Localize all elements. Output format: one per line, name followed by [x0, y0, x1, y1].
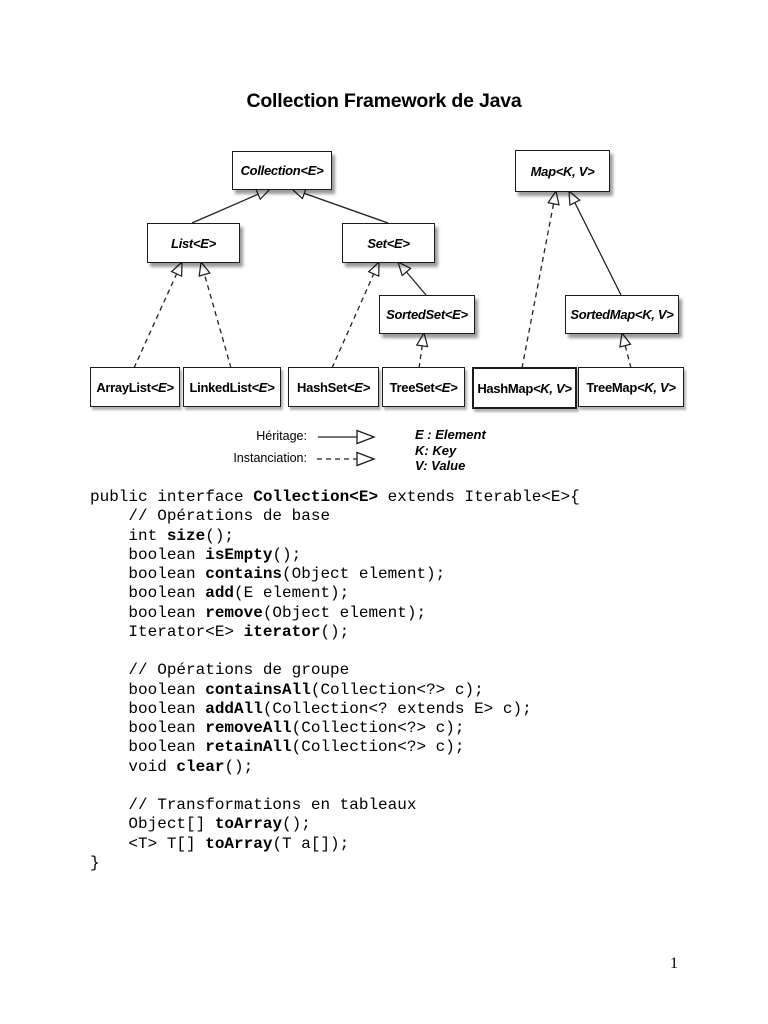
class-box-arraylist: ArrayList<E>: [90, 367, 180, 407]
type-param: <E>: [346, 379, 370, 395]
legend-key-e: E : Element: [415, 427, 486, 442]
edge-hashset-set: [331, 262, 379, 369]
class-name: SortedSet: [386, 307, 445, 322]
code-line: [90, 642, 580, 661]
type-param: <E>: [444, 307, 468, 322]
code-block: public interface Collection<E> extends I…: [90, 488, 580, 873]
type-param: <E>: [386, 235, 410, 251]
class-name: SortedMap: [570, 307, 635, 322]
type-param: <E>: [434, 379, 458, 395]
edge-sortedset-set: [398, 262, 427, 296]
class-box-sortedmap: SortedMap<K, V>: [565, 295, 679, 334]
page-number: 1: [670, 955, 678, 972]
class-name: Map: [530, 163, 556, 179]
edge-treeset-sortedset: [419, 333, 424, 369]
type-param: <K, V>: [636, 379, 676, 395]
class-box-treeset: TreeSet<E>: [382, 367, 465, 407]
class-box-set: Set<E>: [342, 223, 435, 263]
legend-heritage-label: Héritage:: [256, 429, 307, 443]
code-line: boolean addAll(Collection<? extends E> c…: [90, 699, 532, 718]
code-line: boolean add(E element);: [90, 584, 350, 603]
code-line: public interface Collection<E> extends I…: [90, 488, 580, 506]
edge-arraylist-list: [133, 262, 182, 369]
code-line: }: [90, 853, 100, 872]
code-line: [90, 777, 580, 796]
class-name: Set: [367, 235, 387, 251]
legend-instanciation-label: Instanciation:: [233, 451, 307, 465]
type-param: <K, V>: [555, 163, 595, 179]
class-name: ArrayList: [96, 379, 151, 395]
code-line: boolean isEmpty();: [90, 545, 302, 564]
class-name: TreeSet: [389, 379, 435, 395]
edge-sortedmap-map: [569, 191, 622, 296]
code-line: boolean retainAll(Collection<?> c);: [90, 738, 465, 757]
legend-type-key: E : Element K: Key V: Value: [415, 427, 486, 474]
class-name: HashSet: [297, 379, 347, 395]
code-line: boolean containsAll(Collection<?> c);: [90, 680, 484, 699]
code-line: <T> T[] toArray(T a[]);: [90, 834, 350, 853]
class-box-sortedset: SortedSet<E>: [379, 295, 475, 334]
legend-key-v: V: Value: [415, 458, 466, 473]
code-line: boolean removeAll(Collection<?> c);: [90, 719, 465, 737]
type-param: <E>: [192, 235, 216, 251]
code-line: // Transformations en tableaux: [90, 796, 417, 814]
class-box-treemap: TreeMap<K, V>: [578, 367, 684, 407]
type-param: <E>: [150, 379, 174, 395]
code-line: int size();: [90, 526, 235, 545]
type-param: <K, V>: [634, 307, 674, 322]
class-name: Collection: [240, 163, 301, 178]
code-line: Object[] toArray();: [90, 815, 311, 834]
code-line: // Opérations de base: [90, 507, 331, 526]
class-box-linkedlist: LinkedList<E>: [183, 367, 281, 407]
code-line: boolean remove(Object element);: [90, 603, 427, 622]
type-param: <E>: [251, 379, 275, 395]
class-box-list: List<E>: [147, 223, 240, 263]
code-line: // Opérations de groupe: [90, 661, 350, 680]
code-line: Iterator<E> iterator();: [90, 622, 350, 641]
type-param: <E>: [300, 163, 324, 178]
type-param: <K, V>: [533, 380, 572, 396]
edge-linkedlist-list: [201, 262, 232, 369]
class-box-hashset: HashSet<E>: [288, 367, 379, 407]
class-box-map: Map<K, V>: [515, 150, 610, 192]
edge-list-collection: [191, 189, 270, 224]
edge-set-collection: [292, 189, 389, 224]
legend-key-k: K: Key: [415, 442, 457, 458]
class-name: LinkedList: [189, 379, 252, 395]
class-name: HashMap: [477, 380, 534, 396]
code-line: boolean contains(Object element);: [90, 565, 446, 583]
edge-treemap-sortedmap: [622, 333, 632, 369]
class-name: TreeMap: [586, 379, 637, 395]
class-box-collection: Collection<E>: [232, 151, 332, 190]
class-box-hashmap: HashMap<K, V>: [472, 367, 577, 409]
code-line: void clear();: [90, 757, 254, 776]
page-title: Collection Framework de Java: [246, 90, 522, 112]
edge-hashmap-map: [521, 191, 556, 369]
class-name: List: [171, 235, 193, 251]
